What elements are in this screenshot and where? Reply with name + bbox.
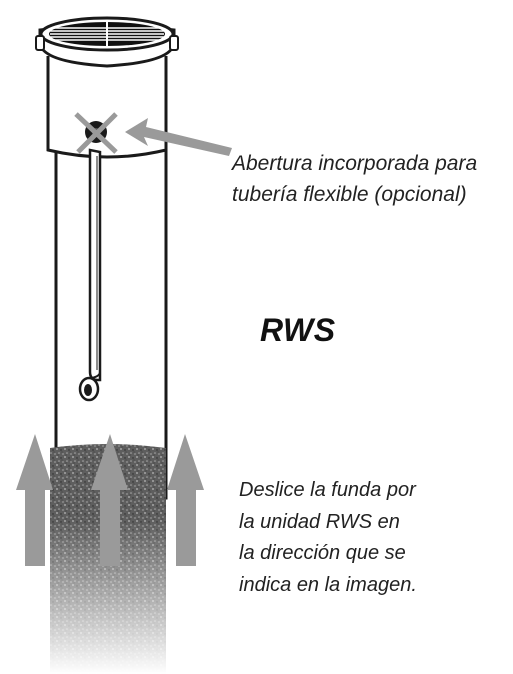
up-arrow-icon — [91, 434, 128, 566]
instruction-line-4: indica en la imagen. — [239, 573, 417, 596]
instruction-line-3: la dirección que se — [239, 542, 406, 564]
product-title: RWS — [260, 312, 336, 348]
callout-arrow — [125, 118, 232, 156]
instruction-callout: Deslice la funda por la unidad RWS en la… — [239, 475, 417, 601]
up-arrow-icon — [16, 434, 53, 566]
opening-callout: Abertura incorporada para tubería flexib… — [232, 148, 477, 210]
flexible-tubing — [78, 148, 102, 402]
instruction-line-2: la unidad RWS en — [239, 510, 400, 533]
up-arrow-icon — [167, 434, 204, 566]
grated-cap — [35, 16, 179, 68]
opening-callout-line-1: Abertura incorporada para — [232, 152, 478, 175]
tubing-elbow — [78, 371, 101, 402]
opening-callout-line-2: tubería flexible (opcional) — [232, 183, 467, 206]
instruction-line-1: Deslice la funda por — [239, 479, 416, 501]
x-mark-icon — [74, 112, 118, 154]
